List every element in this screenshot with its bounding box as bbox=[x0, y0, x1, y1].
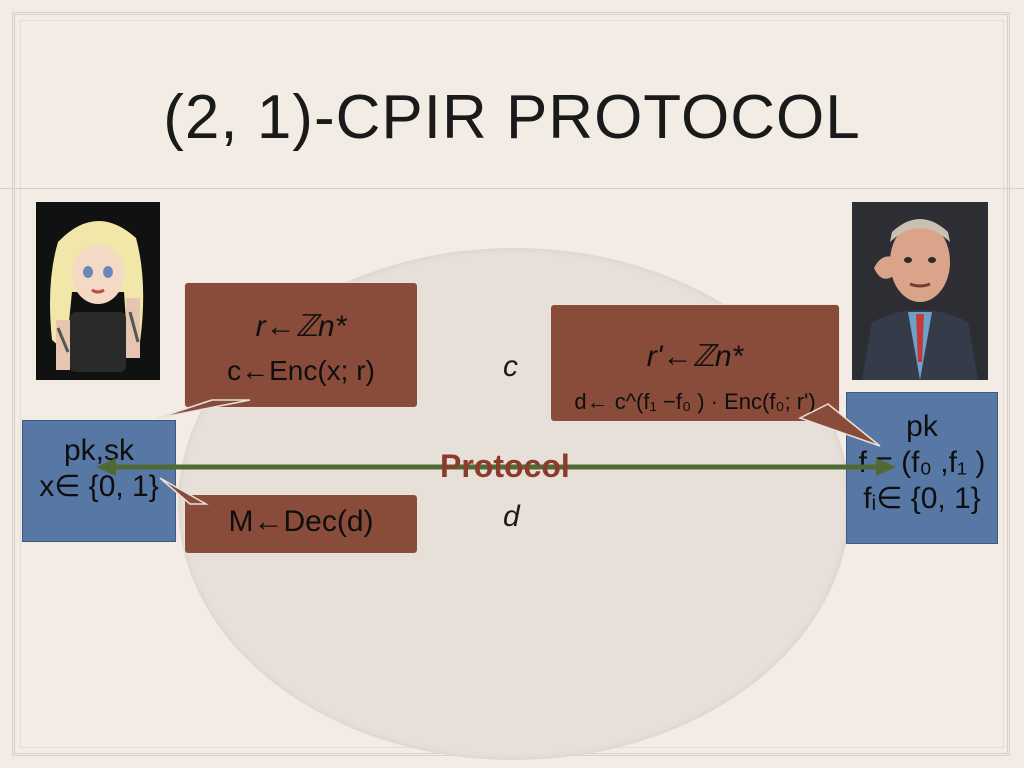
message-d: d bbox=[503, 500, 520, 534]
client-bottom-bubble-tail bbox=[160, 478, 206, 504]
message-c: c bbox=[503, 350, 518, 384]
client-top-bubble-tail bbox=[158, 400, 250, 418]
server-bubble-tail bbox=[800, 404, 880, 446]
protocol-arrow-head-right bbox=[876, 458, 896, 476]
protocol-arrow-head-left bbox=[96, 458, 116, 476]
protocol-label: Protocol bbox=[440, 448, 570, 485]
